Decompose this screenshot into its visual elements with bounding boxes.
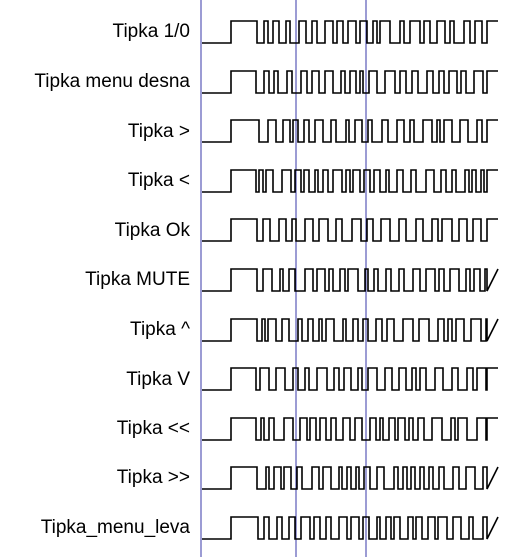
signal-label: Tipka << — [116, 418, 190, 439]
signal-label: Tipka < — [127, 170, 190, 191]
waveform-trace — [202, 70, 498, 94]
signal-label: Tipka 1/0 — [112, 21, 190, 42]
waveform-trace — [202, 417, 498, 441]
signal-label: Tipka >> — [116, 467, 190, 488]
signal-label: Tipka menu desna — [34, 71, 190, 92]
waveform-trace — [202, 20, 498, 44]
waveform-trace — [202, 367, 498, 391]
waveform-trace — [202, 169, 498, 193]
signal-label: Tipka Ok — [114, 220, 190, 241]
waveform-trace — [202, 119, 498, 143]
signal-label: Tipka > — [127, 121, 190, 142]
waveform-trace — [202, 268, 499, 292]
signal-label: Tipka_menu_leva — [40, 517, 190, 538]
signal-label: Tipka ^ — [130, 319, 190, 340]
waveform-trace — [202, 516, 499, 540]
waveform-trace — [202, 318, 499, 342]
signal-label: Tipka MUTE — [85, 269, 190, 290]
signal-label: Tipka V — [126, 369, 190, 390]
waveform-trace — [202, 218, 498, 242]
waveform-trace — [202, 466, 499, 490]
